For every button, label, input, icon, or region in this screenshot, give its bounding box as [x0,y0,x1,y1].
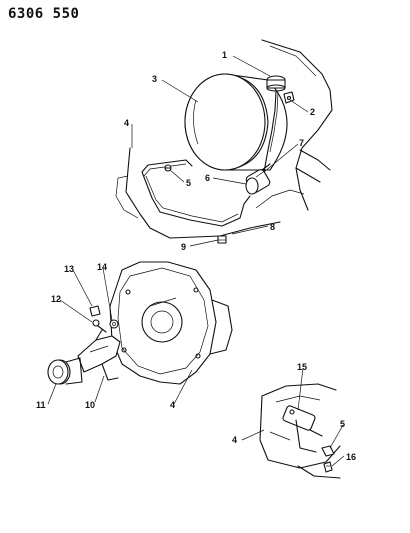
washer [109,319,119,329]
bolt [323,461,333,473]
callout-10: 10 [85,400,95,410]
engine-compartment-outline [115,39,333,239]
callout-4: 4 [124,118,129,128]
slave-cylinder [282,405,323,453]
pivot-ball [92,319,107,333]
callout-6: 6 [205,173,210,183]
callout-8: 8 [270,222,275,232]
callout-4-detail: 4 [232,435,237,445]
callout-11: 11 [36,400,46,410]
bleeder-valve [321,445,335,457]
callout-1: 1 [222,50,227,60]
callout-2: 2 [310,107,315,117]
release-bearing [47,357,83,385]
retainer-clip [89,305,101,317]
callout-labels: 1 2 3 4 5 6 7 8 9 13 14 12 11 10 4 15 4 … [36,50,356,462]
reservoir-clamp [283,91,295,104]
callout-3: 3 [152,74,157,84]
callout-7: 7 [299,138,304,148]
callout-16: 16 [346,452,356,462]
callout-12: 12 [51,294,61,304]
hydraulic-line [141,159,251,227]
transmission-case-detail [259,383,341,479]
callout-5: 5 [186,178,191,188]
callout-9: 9 [181,242,186,252]
callout-5-detail: 5 [340,419,345,429]
leader-lines [47,55,345,467]
clutch-housing [109,261,233,385]
reservoir-cap [263,75,286,173]
callout-4-housing: 4 [170,400,175,410]
diagram-code: 6306 550 [8,6,80,22]
clip [164,164,172,172]
callout-14: 14 [97,262,107,272]
callout-15: 15 [297,362,307,372]
clutch-fork-assembly [77,329,121,381]
master-cylinder [245,163,271,195]
callout-13: 13 [64,264,74,274]
brake-booster-drum [184,73,288,171]
nut [217,235,227,244]
